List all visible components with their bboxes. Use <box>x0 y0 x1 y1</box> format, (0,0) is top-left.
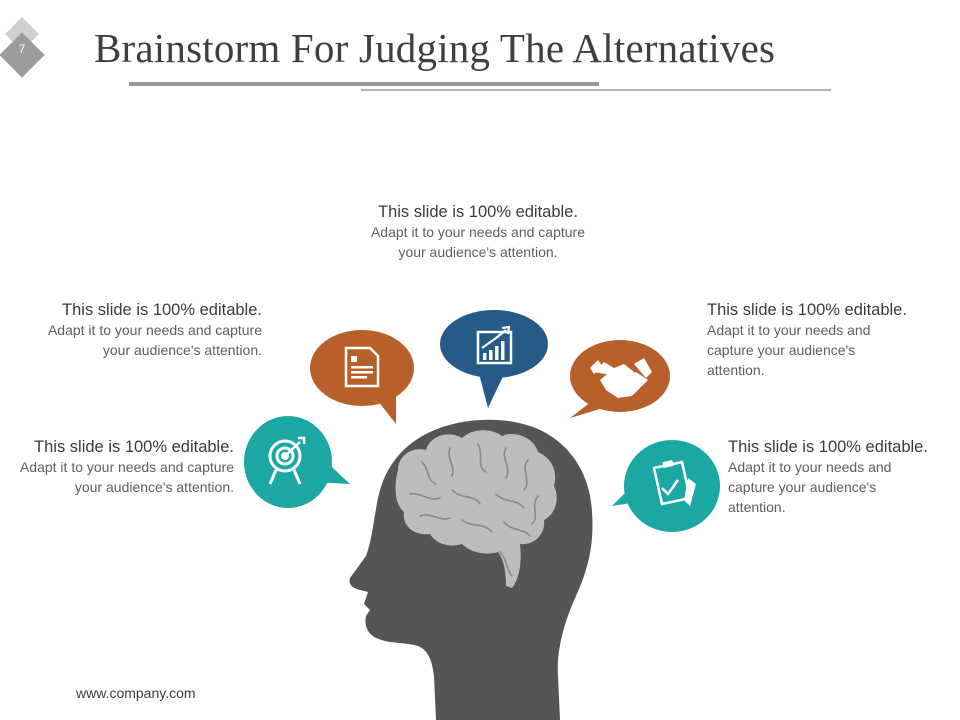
slide-number: 7 <box>18 42 26 56</box>
text-lead: This slide is 100% editable. <box>378 203 578 221</box>
text-block-right-bottom: This slide is 100% editable. Adapt it to… <box>728 437 928 517</box>
text-lead: This slide is 100% editable. <box>34 438 234 456</box>
text-lead: This slide is 100% editable. <box>707 301 907 319</box>
target-icon <box>268 436 306 485</box>
text-body: Adapt it to your needs and capture your … <box>728 459 892 515</box>
text-body: Adapt it to your needs and capture your … <box>19 459 234 495</box>
title-underline-primary <box>129 82 599 86</box>
text-body: Adapt it to your needs and capture your … <box>47 322 262 358</box>
text-lead: This slide is 100% editable. <box>62 301 262 319</box>
bubble-growth-chart <box>440 310 548 408</box>
text-block-right-top: This slide is 100% editable. Adapt it to… <box>707 300 907 380</box>
text-block-left-top: This slide is 100% editable. Adapt it to… <box>42 300 262 360</box>
text-body: Adapt it to your needs and capture your … <box>370 224 586 260</box>
footer-url[interactable]: www.company.com <box>76 685 196 701</box>
text-body: Adapt it to your needs and capture your … <box>707 322 871 378</box>
title-underline-secondary <box>361 89 831 91</box>
bubble-handshake <box>570 340 670 418</box>
bubble-document <box>310 330 414 424</box>
document-icon <box>344 346 380 388</box>
bubble-test-clipboard <box>612 440 720 532</box>
text-lead: This slide is 100% editable. <box>728 438 928 456</box>
handshake-icon <box>590 358 652 398</box>
brain-graphic <box>395 430 557 588</box>
test-clipboard-icon <box>652 460 696 506</box>
bubble-target <box>244 416 350 508</box>
text-block-left-bottom: This slide is 100% editable. Adapt it to… <box>14 437 234 497</box>
text-block-center-top: This slide is 100% editable. Adapt it to… <box>368 202 588 262</box>
slide-title: Brainstorm For Judging The Alternatives <box>94 25 776 71</box>
growth-chart-icon <box>476 325 513 365</box>
